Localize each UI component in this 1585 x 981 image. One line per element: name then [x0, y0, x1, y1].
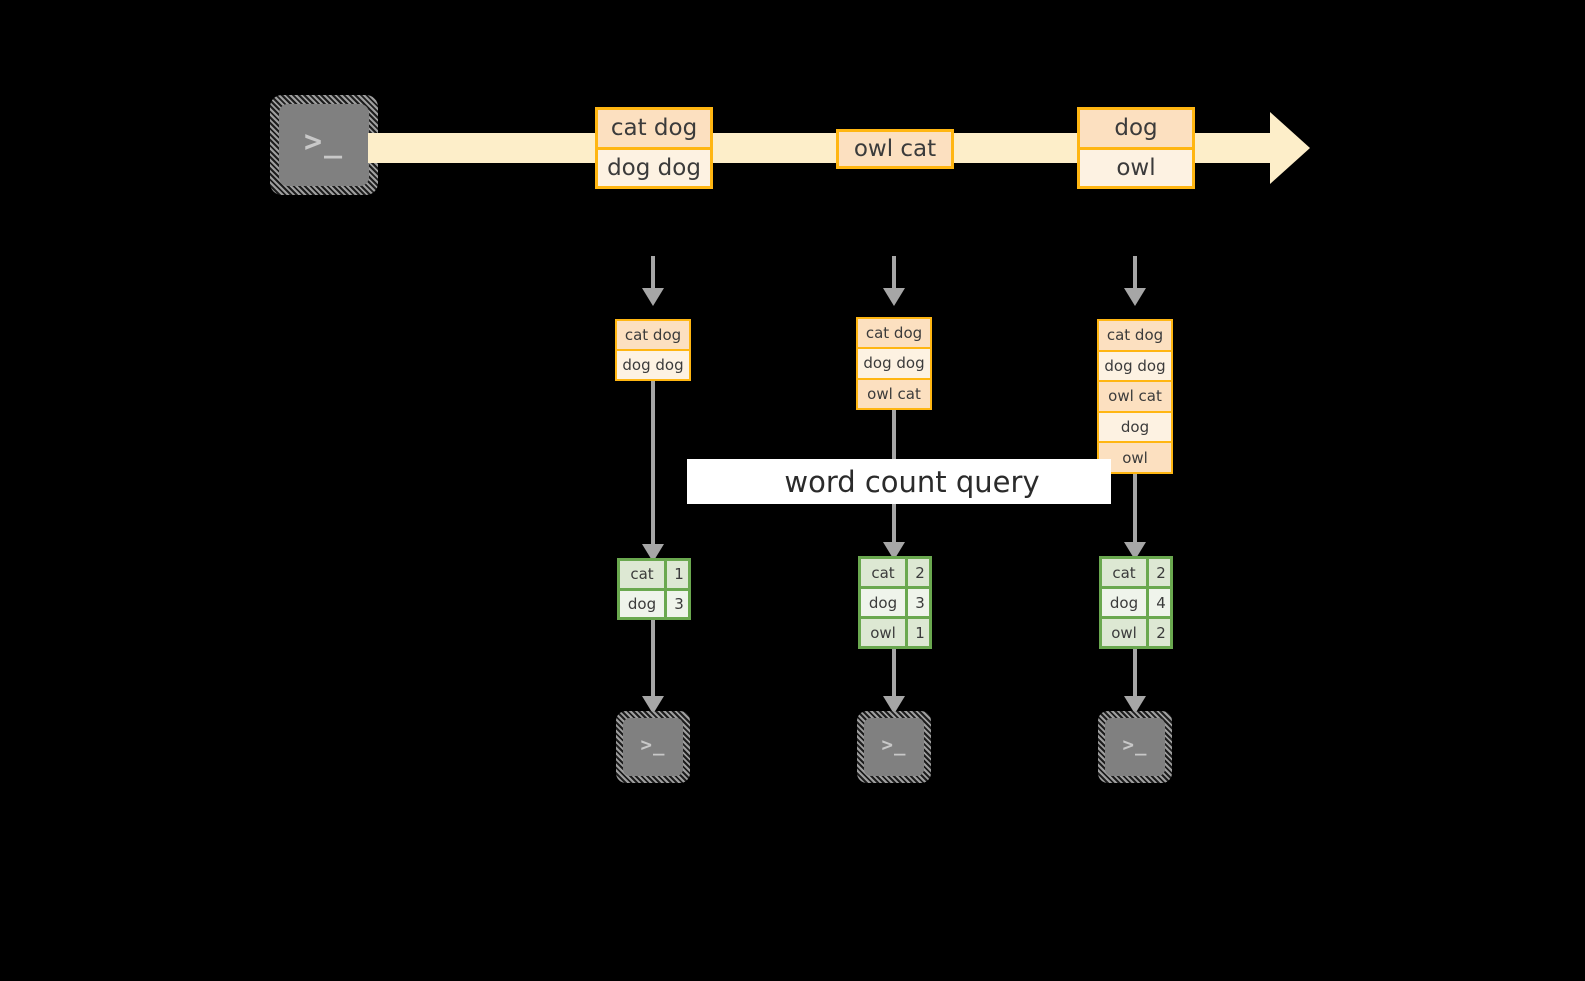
snapshot-1-query-line [651, 381, 655, 546]
snapshot-3-tap-line [1133, 256, 1137, 290]
accumulated-row: cat dog [1099, 321, 1171, 350]
accumulated-row: cat dog [858, 319, 930, 348]
table-cell-count: 2 [1146, 559, 1170, 586]
terminal-screen [864, 718, 924, 776]
stream-message-2[interactable]: owl cat [836, 129, 954, 169]
stream-message-line: dog dog [598, 146, 710, 186]
snapshot-3-accumulated-stack[interactable]: cat dog dog dog owl cat dog owl [1097, 319, 1173, 474]
snapshot-1-result-table[interactable]: cat 1 dog 3 [617, 558, 691, 620]
snapshot-2-accumulated-stack[interactable]: cat dog dog dog owl cat [856, 317, 932, 410]
snapshot-2-output-arrowhead-icon [883, 696, 905, 714]
table-row: cat 2 [1102, 559, 1170, 586]
snapshot-2-query-arrowhead-icon [883, 542, 905, 560]
table-cell-word: owl [861, 619, 905, 646]
table-cell-word: dog [861, 589, 905, 616]
terminal-icon-consumer-1[interactable]: >_ [616, 711, 690, 783]
terminal-screen [1105, 718, 1165, 776]
terminal-icon-consumer-2[interactable]: >_ [857, 711, 931, 783]
table-row: cat 2 [861, 559, 929, 586]
accumulated-row: owl [1099, 441, 1171, 472]
terminal-prompt-glyph: >_ [881, 733, 907, 756]
table-cell-word: cat [620, 561, 664, 588]
table-cell-count: 2 [905, 559, 929, 586]
stream-message-1[interactable]: cat dog dog dog [595, 107, 713, 189]
table-cell-count: 3 [905, 589, 929, 616]
terminal-screen [623, 718, 683, 776]
stream-message-3[interactable]: dog owl [1077, 107, 1195, 189]
table-row: dog 4 [1102, 586, 1170, 616]
snapshot-3-output-arrowhead-icon [1124, 696, 1146, 714]
snapshot-1-accumulated-stack[interactable]: cat dog dog dog [615, 319, 691, 381]
snapshot-1-output-arrowhead-icon [642, 696, 664, 714]
table-cell-word: dog [1102, 589, 1146, 616]
stream-message-line: owl [1080, 146, 1192, 186]
snapshot-2-tap-line [892, 256, 896, 290]
snapshot-2-result-table[interactable]: cat 2 dog 3 owl 1 [858, 556, 932, 649]
table-row: dog 3 [620, 587, 688, 617]
query-band: word count query [687, 459, 1111, 504]
table-cell-count: 1 [664, 561, 688, 588]
terminal-screen [279, 104, 369, 186]
terminal-prompt-glyph: >_ [1122, 733, 1148, 756]
table-cell-count: 4 [1146, 589, 1170, 616]
accumulated-row: dog dog [617, 349, 689, 379]
table-row: owl 1 [861, 616, 929, 646]
stream-message-line: owl cat [839, 132, 951, 166]
table-cell-word: cat [861, 559, 905, 586]
snapshot-2-output-line [892, 649, 896, 698]
stream-message-line: dog [1080, 110, 1192, 147]
accumulated-row: owl cat [1099, 380, 1171, 411]
terminal-icon-consumer-3[interactable]: >_ [1098, 711, 1172, 783]
snapshot-3-query-line [1133, 474, 1137, 544]
snapshot-1-tap-line [651, 256, 655, 290]
snapshot-3-result-table[interactable]: cat 2 dog 4 owl 2 [1099, 556, 1173, 649]
snapshot-1-tap-arrowhead-icon [642, 288, 664, 306]
accumulated-row: owl cat [858, 377, 930, 408]
terminal-prompt-glyph: >_ [303, 124, 345, 160]
table-cell-word: cat [1102, 559, 1146, 586]
snapshot-3-output-line [1133, 649, 1137, 698]
table-cell-word: dog [620, 590, 664, 617]
snapshot-3-query-arrowhead-icon [1124, 542, 1146, 560]
table-cell-count: 1 [905, 619, 929, 646]
accumulated-row: dog [1099, 410, 1171, 442]
table-row: dog 3 [861, 586, 929, 616]
snapshot-3-tap-arrowhead-icon [1124, 288, 1146, 306]
terminal-icon-producer[interactable]: >_ [270, 95, 378, 195]
snapshot-2-tap-arrowhead-icon [883, 288, 905, 306]
table-cell-word: owl [1102, 619, 1146, 646]
table-row: cat 1 [620, 561, 688, 588]
snapshot-1-output-line [651, 620, 655, 698]
snapshot-1-query-arrowhead-icon [642, 544, 664, 562]
table-cell-count: 2 [1146, 619, 1170, 646]
table-cell-count: 3 [664, 590, 688, 617]
accumulated-row: dog dog [1099, 349, 1171, 381]
query-label: word count query [784, 464, 1040, 499]
stream-arrowhead-icon [1270, 112, 1310, 184]
terminal-prompt-glyph: >_ [640, 733, 666, 756]
accumulated-row: dog dog [858, 347, 930, 378]
table-row: owl 2 [1102, 616, 1170, 646]
accumulated-row: cat dog [617, 321, 689, 349]
stream-message-line: cat dog [598, 110, 710, 147]
